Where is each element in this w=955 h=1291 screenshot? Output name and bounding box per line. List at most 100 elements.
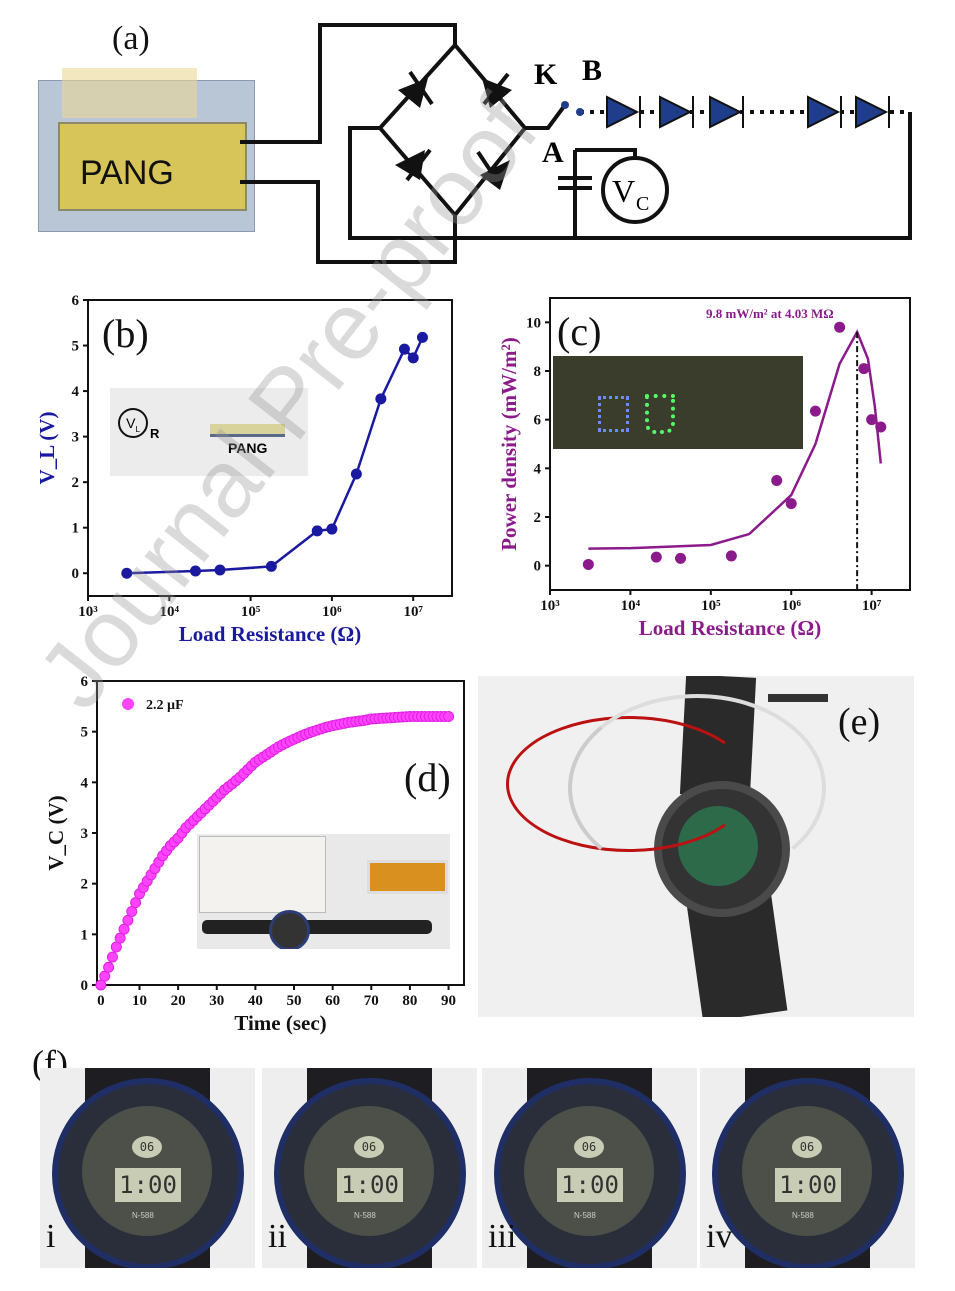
data-point (189, 565, 201, 577)
inset-resistor-label: R (150, 426, 160, 441)
data-point (375, 393, 387, 405)
x-tick-label: 10⁴ (621, 598, 641, 614)
data-point (866, 414, 878, 426)
x-axis-label: Load Resistance (Ω) (179, 622, 361, 646)
data-point (398, 343, 410, 355)
watch-time-display: 1:00 (337, 1168, 403, 1202)
inset-pang-label: PANG (228, 440, 268, 456)
x-tick-label: 10⁵ (701, 598, 721, 614)
diode-bridge (395, 70, 512, 190)
watch-model-text: N-588 (132, 1211, 154, 1220)
data-point (214, 564, 226, 576)
watch-small-display: 06 (574, 1136, 604, 1158)
x-tick-label: 70 (364, 993, 379, 1009)
y-tick-label: 2 (534, 510, 542, 526)
rectifier-circuit: K B A V C (240, 23, 912, 264)
x-tick-label: 10⁶ (781, 598, 801, 614)
y-tick-label: 0 (534, 559, 542, 575)
y-tick-label: 1 (81, 927, 89, 943)
legend-marker (122, 698, 134, 710)
watch-small-display: 06 (792, 1136, 822, 1158)
x-tick-label: 50 (287, 993, 302, 1009)
data-point (809, 405, 821, 417)
data-point (785, 498, 797, 510)
y-tick-label: 4 (81, 775, 89, 791)
panel-e-label: (e) (838, 701, 881, 743)
watch-photo-iv: 1:00 06 N-588 iv (700, 1068, 915, 1268)
watch-model-text: N-588 (574, 1211, 596, 1220)
plot-frame (87, 299, 453, 597)
watch-sublabel: i (46, 1218, 56, 1255)
watch-model-text: N-588 (354, 1211, 376, 1220)
voltmeter-subscript: C (636, 193, 649, 215)
x-tick-label: 80 (402, 993, 417, 1009)
watch-wired-photo: (e) (478, 676, 914, 1017)
x-tick-label: 10³ (78, 604, 98, 620)
x-tick-label: 30 (209, 993, 224, 1009)
watch-model-text: N-588 (792, 1211, 814, 1220)
x-tick-label: 40 (248, 993, 263, 1009)
panel-d-label: (d) (404, 755, 451, 800)
data-point (582, 558, 594, 570)
data-point (407, 352, 419, 364)
y-tick-label: 4 (72, 384, 80, 400)
data-point (725, 550, 737, 562)
data-point (265, 560, 277, 572)
panel-a-label: (a) (112, 20, 150, 57)
watch-sublabel: iv (706, 1218, 733, 1255)
legend-label: 2.2 µF (146, 698, 184, 713)
node-b-label: B (582, 54, 602, 87)
x-tick-label: 10³ (540, 598, 560, 614)
inset-meter-subscript: L (135, 424, 140, 434)
y-tick-label: 3 (72, 430, 80, 446)
node-k-label: K (534, 58, 558, 91)
data-point (675, 552, 687, 564)
x-tick-label: 60 (325, 993, 340, 1009)
y-axis-label: V_L (V) (35, 412, 59, 485)
x-tick-label: 10⁶ (322, 604, 342, 620)
pang-electrode: PANG (58, 122, 247, 211)
x-axis-label: Load Resistance (Ω) (639, 616, 821, 640)
watch-photo-ii: 1:00 06 N-588 ii (262, 1068, 477, 1268)
y-tick-label: 1 (72, 521, 80, 537)
panel-b-inset-circuit: VL R PANG (110, 388, 308, 476)
watch-time-display: 1:00 (557, 1168, 623, 1202)
y-tick-label: 8 (534, 364, 542, 380)
led-glow-photo (553, 356, 803, 449)
x-tick-label: 10⁴ (160, 604, 180, 620)
data-point (771, 475, 783, 486)
data-point (834, 321, 846, 333)
pang-top-film (62, 68, 197, 118)
inset-meter-label: V (126, 415, 136, 431)
y-axis-label: V_C (V) (44, 795, 68, 870)
data-point (858, 363, 870, 375)
charging-setup-photo (197, 834, 450, 949)
y-tick-label: 3 (81, 826, 89, 842)
y-tick-label: 2 (72, 475, 80, 491)
data-point-interp (106, 951, 118, 963)
watch-small-display: 06 (132, 1136, 162, 1158)
x-axis-label: Time (sec) (234, 1011, 326, 1035)
y-tick-label: 10 (526, 315, 541, 331)
x-tick-label: 10 (132, 993, 147, 1009)
panel-c-label: (c) (557, 309, 602, 354)
y-tick-label: 6 (72, 293, 80, 309)
pang-label: PANG (80, 154, 174, 192)
y-tick-label: 4 (534, 461, 542, 477)
x-tick-label: 90 (441, 993, 456, 1009)
y-tick-label: 0 (72, 566, 80, 582)
data-point (443, 710, 455, 722)
data-point (650, 551, 662, 563)
x-tick-label: 0 (97, 993, 105, 1009)
node-a-label: A (542, 136, 564, 169)
data-point (350, 468, 362, 480)
watch-photo-iii: 1:00 06 N-588 iii (482, 1068, 697, 1268)
data-point (416, 331, 428, 343)
y-tick-label: 5 (81, 725, 89, 741)
plot-frame (549, 297, 911, 591)
voltmeter-label: V (612, 173, 635, 209)
data-point (326, 523, 338, 535)
